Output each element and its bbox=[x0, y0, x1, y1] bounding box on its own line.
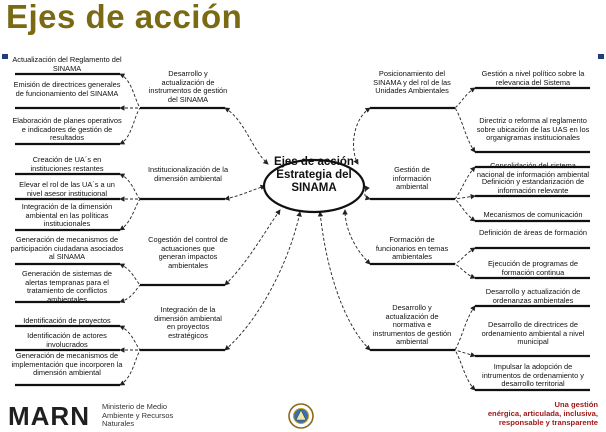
left-axis-3-item-2: Generación de sistemas de alertas tempra… bbox=[22, 269, 112, 304]
left-axis-4-item-2: Identificación de actores involucrados bbox=[27, 331, 107, 349]
national-seal-icon bbox=[288, 403, 314, 429]
right-axis-3-item-1: Definición de áreas de formación bbox=[478, 228, 588, 237]
left-axis-1-item-3: Elaboración de planes operativos e indic… bbox=[12, 116, 122, 143]
left-axis-1-item-1: Actualización del Reglamento del SINAMA bbox=[12, 55, 122, 73]
page-title: Ejes de acción bbox=[6, 0, 243, 35]
center-node bbox=[262, 158, 366, 214]
right-axis-1-item-1: Gestión a nivel político sobre la releva… bbox=[481, 69, 585, 87]
right-axis-4-item-3: Impulsar la adopción de intrumentos de o… bbox=[482, 362, 584, 389]
slogan-line-3: responsable y transparente bbox=[498, 417, 598, 427]
right-axis-2-item-1: Consolidación del sistema nacional de in… bbox=[476, 161, 590, 179]
slogan-line-2: enérgica, articulada, inclusiva, bbox=[487, 408, 598, 418]
left-axis-1-label: Desarrollo y actualización de instrument… bbox=[148, 69, 228, 104]
left-axis-4-item-3: Generación de mecanismos de implementaci… bbox=[11, 351, 123, 378]
right-axis-2-item-2: Definición y estandarización de informac… bbox=[481, 177, 585, 195]
left-axis-2-item-1: Creación de UA´s en instituciones restan… bbox=[30, 155, 104, 173]
ministry-line-3: Naturales bbox=[102, 419, 135, 429]
accent-marker-left bbox=[2, 54, 8, 59]
right-axis-2-label: Gestión de información ambiental bbox=[392, 165, 432, 192]
left-axis-3-item-1: Generación de mecanismos de participació… bbox=[10, 235, 124, 262]
right-axis-1-item-2: Directriz o reforma al reglamento sobre … bbox=[476, 116, 590, 143]
slogan: Una gestión enérgica, articulada, inclus… bbox=[448, 400, 598, 427]
left-axis-2-label: Institucionalización de la dimensión amb… bbox=[147, 165, 229, 183]
center-node-label: Ejes de acción Estrategia del SINAMA bbox=[274, 156, 354, 194]
left-axis-2-item-2: Elevar el rol de las UA´s a un nivel ase… bbox=[19, 180, 115, 198]
right-axis-4-item-2: Desarrollo de directrices de ordenamient… bbox=[481, 320, 585, 347]
left-axis-1-item-2: Emisión de directrices generales de func… bbox=[13, 80, 121, 98]
ministry-line-1: Ministerio de Medio bbox=[102, 402, 168, 411]
right-axis-4-item-1: Desarrollo y actualización de ordenanzas… bbox=[485, 287, 581, 305]
right-axis-3-item-2: Ejecución de programas de formación cont… bbox=[488, 259, 578, 277]
right-axis-4-label: Desarrollo y actualización de normativa … bbox=[372, 303, 452, 347]
left-axis-3-label: Cogestión del control de actuaciones que… bbox=[148, 235, 228, 270]
left-axis-2-item-3: Integración de la dimensión ambiental en… bbox=[21, 202, 113, 229]
ministry-line-2: Ambiente y Recursos bbox=[102, 410, 174, 420]
right-axis-2-item-3: Mecanismos de comunicación bbox=[483, 210, 583, 219]
marn-logo: MARN bbox=[8, 401, 90, 431]
left-axis-4-label: Integración de la dimensión ambiental en… bbox=[154, 305, 222, 340]
left-axis-4-item-1: Identificación de proyectos bbox=[23, 316, 111, 325]
right-axis-1-label: Posicionamiento del SINAMA y del rol de … bbox=[373, 69, 451, 96]
accent-marker-right bbox=[598, 54, 604, 59]
ministry-name: Ministerio de Medio Ambiente y Recursos … bbox=[102, 402, 182, 429]
right-axis-3-label: Formación de funcionarios en temas ambie… bbox=[375, 235, 449, 262]
slogan-line-1: Una gestión bbox=[554, 400, 598, 409]
